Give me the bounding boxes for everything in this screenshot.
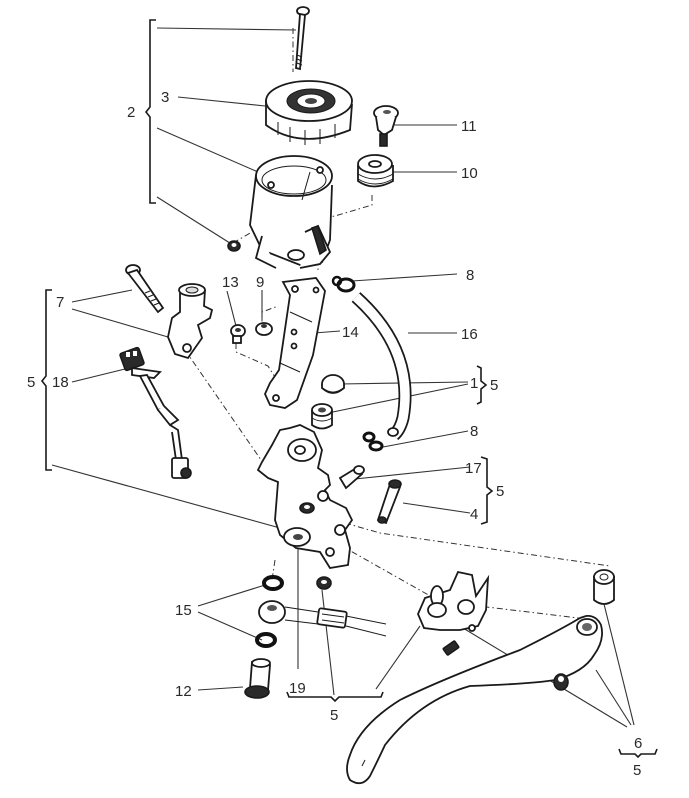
callout-16: 16 <box>461 326 478 343</box>
lever-adjuster-knob <box>417 570 490 632</box>
reservoir-cap <box>265 80 353 145</box>
bracket-assembly-5-item1 <box>476 365 488 405</box>
bracket-assembly-5-item6 <box>618 748 658 759</box>
part-4-pushrod <box>376 479 402 525</box>
callout-6: 6 <box>634 735 642 752</box>
callout-10: 10 <box>461 165 478 182</box>
callout-labels: 2 3 11 10 8 13 9 7 14 16 5 18 1 5 8 17 5… <box>27 89 642 779</box>
part-15-washer-lower <box>255 632 277 648</box>
master-cylinder-body <box>256 424 354 569</box>
bracket-assembly-2 <box>144 19 156 204</box>
callout-2: 2 <box>127 104 135 121</box>
callout-13: 13 <box>222 274 239 291</box>
fluid-reservoir <box>249 155 333 269</box>
callout-5-item6: 5 <box>633 762 641 779</box>
part-12-banjo-bolt <box>244 658 271 699</box>
part-8-hose-clamp-lower <box>362 431 384 452</box>
callout-5-item1: 5 <box>490 377 498 394</box>
reservoir-nut <box>227 240 241 252</box>
callout-8-upper: 8 <box>466 267 474 284</box>
callout-17: 17 <box>465 460 482 477</box>
pivot-nut <box>316 576 332 590</box>
adjuster-spring <box>442 640 460 656</box>
part-9-nut <box>255 322 273 336</box>
callout-3: 3 <box>161 89 169 106</box>
callout-18: 18 <box>52 374 69 391</box>
callout-5-left: 5 <box>27 374 35 391</box>
callout-12: 12 <box>175 683 192 700</box>
part-7-clamp-bolt <box>125 264 165 314</box>
callout-9: 9 <box>256 274 264 291</box>
part-18-clutch-switch <box>119 346 192 479</box>
part-10-grommet <box>357 154 394 188</box>
callout-7: 7 <box>56 294 64 311</box>
part-1-dust-cap <box>321 374 345 394</box>
callout-8-lower: 8 <box>470 423 478 440</box>
part-7-handlebar-clamp <box>167 283 214 360</box>
part-14-mounting-plate <box>264 277 326 409</box>
part-13-screw <box>230 324 246 344</box>
assembly-centerlines <box>184 28 611 621</box>
clutch-lever <box>346 615 603 785</box>
part-8-hose-clamp-upper <box>331 275 356 293</box>
callout-5-bottom: 5 <box>330 707 338 724</box>
callout-14: 14 <box>342 324 359 341</box>
callout-15: 15 <box>175 602 192 619</box>
callout-19: 19 <box>289 680 306 697</box>
callout-1: 1 <box>470 375 478 392</box>
callout-11: 11 <box>461 118 477 135</box>
reservoir-cap-screw <box>295 6 310 71</box>
callout-5-items17-4: 5 <box>496 483 504 500</box>
bracket-assembly-5-left <box>40 289 52 471</box>
part-11-screw <box>373 105 399 147</box>
part-17-hose-fitting <box>338 465 365 490</box>
part-6-pivot-bushing <box>593 569 615 605</box>
part-15-washer-upper <box>262 575 284 591</box>
part-16-fluid-hose <box>351 292 412 440</box>
bracket-assembly-5-items17-4 <box>480 456 494 525</box>
bracket-assembly-5-bottom <box>286 691 384 703</box>
callout-4: 4 <box>470 506 478 523</box>
part-1-piston-seal <box>311 403 333 430</box>
lever-adjuster-nut <box>553 673 569 691</box>
banjo-fitting <box>258 600 387 637</box>
